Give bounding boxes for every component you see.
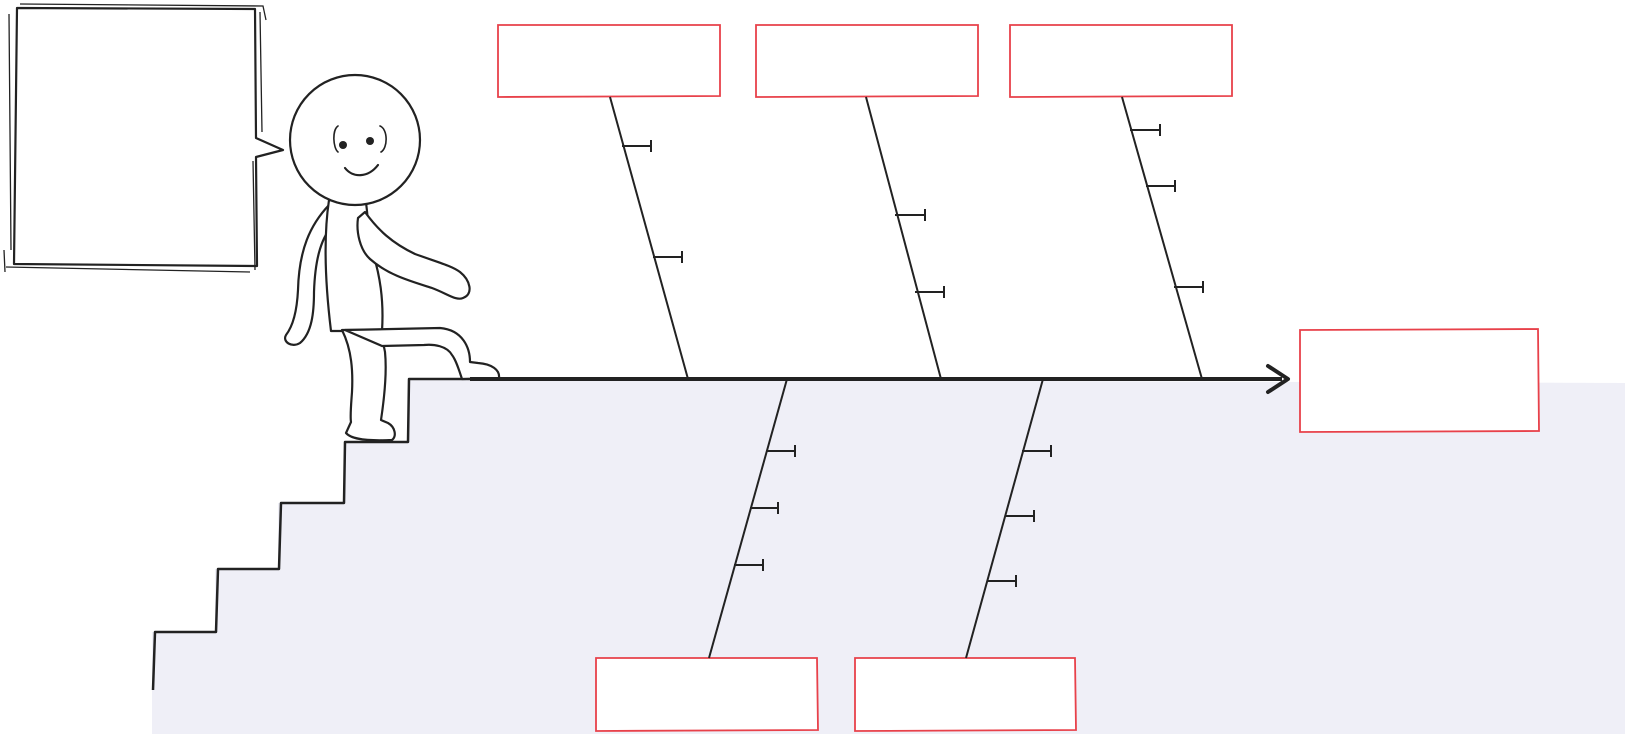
bone-bottom-1: [708, 378, 796, 659]
fishbone-spine: [470, 364, 1290, 394]
stick-figure: [284, 73, 501, 442]
cause-box-top-3: [1009, 24, 1233, 98]
bone-top-1: [609, 96, 689, 380]
cause-box-top-1: [497, 24, 721, 98]
bone-top-3: [1121, 96, 1204, 380]
cause-box-bottom-1: [595, 657, 819, 732]
bone-top-2: [865, 96, 945, 380]
cause-box-top-2: [755, 24, 979, 98]
staircase-floor: [152, 379, 1625, 734]
effect-box: [1299, 328, 1540, 433]
staircase-outline: [151, 377, 470, 691]
bone-bottom-2: [965, 378, 1052, 659]
speech-bubble: [3, 3, 285, 273]
cause-box-bottom-2: [854, 657, 1077, 732]
